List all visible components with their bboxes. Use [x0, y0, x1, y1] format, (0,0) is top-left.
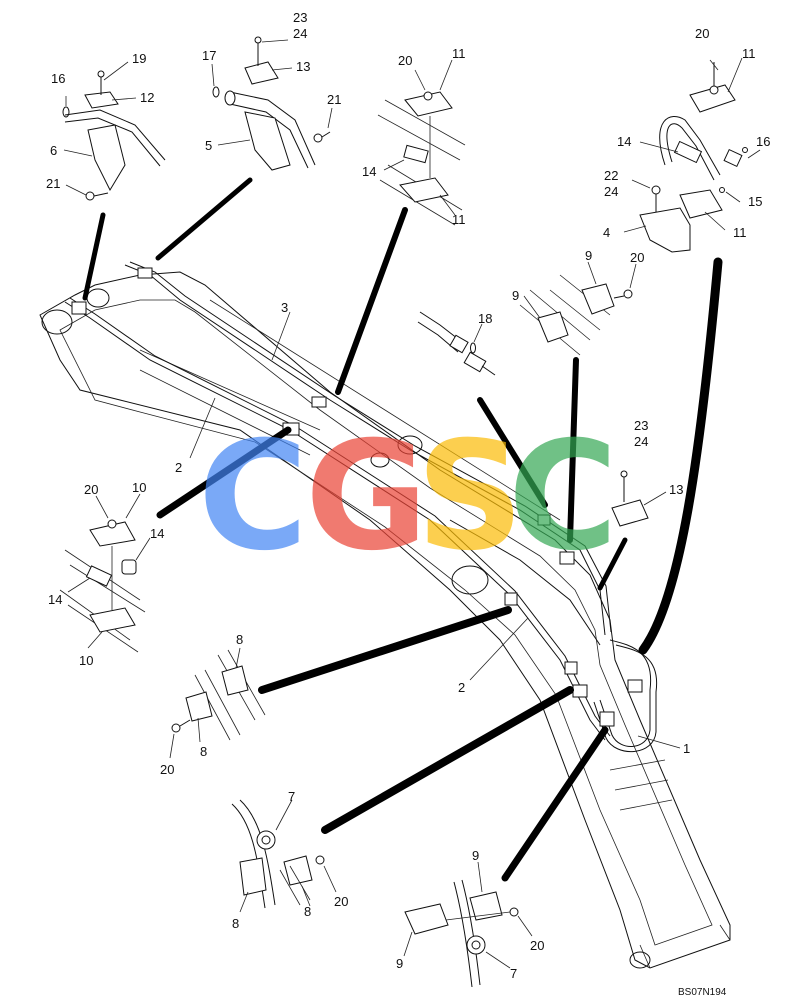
callout: 16 [51, 71, 65, 86]
callout: 14 [617, 134, 631, 149]
detail-plates-9-bottom [403, 861, 533, 988]
callout: 9 [512, 288, 519, 303]
callout: 20 [160, 762, 174, 777]
detail-bracket-5 [211, 36, 333, 171]
watermark-letter-c1: C [198, 410, 308, 584]
watermark-letter-s: S [416, 410, 524, 584]
watermark-letter-c2: C [508, 410, 618, 584]
callout: 24 [293, 26, 307, 41]
watermark: C G S C [198, 410, 618, 584]
callout: 8 [236, 632, 243, 647]
callout: 18 [478, 311, 492, 326]
callout: 7 [288, 789, 295, 804]
callout: 8 [304, 904, 311, 919]
callout: 21 [327, 92, 341, 107]
detail-plates-9-top [519, 261, 637, 356]
callout: 4 [603, 225, 610, 240]
callout: 1 [683, 741, 690, 756]
callout: 9 [396, 956, 403, 971]
callout: 20 [334, 894, 348, 909]
callout: 14 [150, 526, 164, 541]
callout: 7 [510, 966, 517, 981]
callout: 21 [46, 176, 60, 191]
callout: 2 [175, 460, 182, 475]
callout: 24 [604, 184, 618, 199]
drawing-code: BS07N194 [678, 987, 727, 998]
callout: 3 [281, 300, 288, 315]
callout: 11 [742, 46, 756, 61]
detail-fitting-18 [417, 311, 496, 376]
detail-clamp-13 [611, 470, 667, 527]
callout: 8 [200, 744, 207, 759]
callout: 15 [748, 194, 762, 209]
callout: 9 [472, 848, 479, 863]
callout: 20 [398, 53, 412, 68]
callout: 20 [630, 250, 644, 265]
callout: 20 [84, 482, 98, 497]
callout: 23 [293, 10, 307, 25]
callout: 16 [756, 134, 770, 149]
callout: 5 [205, 138, 212, 153]
callout: 20 [530, 938, 544, 953]
callout: 19 [132, 51, 146, 66]
callout: 11 [452, 46, 466, 61]
detail-clamp-6 [62, 61, 166, 201]
callout: 9 [585, 248, 592, 263]
callout: 11 [452, 212, 466, 227]
callout: 13 [669, 482, 683, 497]
callout: 14 [362, 164, 376, 179]
watermark-letter-g: G [305, 410, 428, 584]
callout-labels: 19 16 12 6 21 17 23 24 13 5 21 20 11 14 … [46, 10, 770, 981]
detail-clamp-10 [59, 493, 151, 653]
callout: 22 [604, 168, 618, 183]
detail-plates-8-bottom [231, 799, 337, 913]
callout: 11 [733, 225, 747, 240]
callout: 10 [79, 653, 93, 668]
callout: 10 [132, 480, 146, 495]
leader-lines [82, 177, 723, 882]
callout: 14 [48, 592, 62, 607]
callout: 6 [50, 143, 57, 158]
detail-swivel-4 [623, 57, 761, 253]
callout: 24 [634, 434, 648, 449]
boom-outline [39, 271, 731, 969]
callout: 13 [296, 59, 310, 74]
callout: 12 [140, 90, 154, 105]
callout: 20 [695, 26, 709, 41]
callout: 17 [202, 48, 216, 63]
callout: 8 [232, 916, 239, 931]
callout: 2 [458, 680, 465, 695]
callout: 23 [634, 418, 648, 433]
label-leaders [189, 311, 681, 749]
detail-clamp-11 [377, 59, 466, 226]
detail-plates-8-mid [169, 647, 266, 759]
